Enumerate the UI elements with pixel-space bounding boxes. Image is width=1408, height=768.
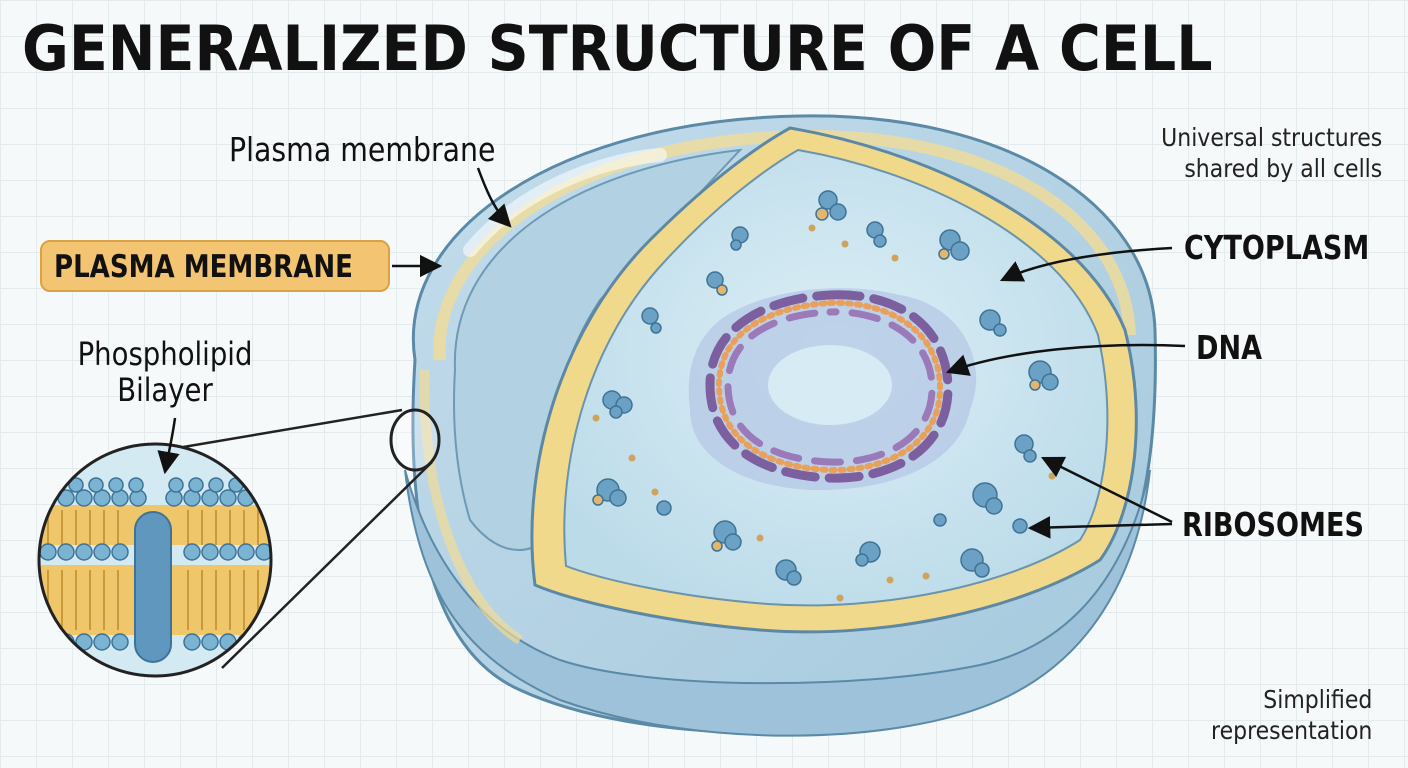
ribosome [960, 548, 990, 578]
note-simplified-line2: representation [1210, 716, 1372, 745]
ribosome [979, 309, 1007, 337]
dna [688, 288, 977, 490]
ribosome [1014, 434, 1037, 463]
page-title: GENERALIZED STRUCTURE OF A CELL [22, 12, 1213, 85]
pointer-arrows [157, 167, 1186, 539]
ribosome [656, 500, 672, 516]
ribosome [592, 478, 627, 507]
plasma-membrane-badge: PLASMA MEMBRANE [40, 240, 390, 292]
arrow-dna [945, 343, 1186, 376]
label-dna: DNA [1196, 328, 1263, 367]
ribosome [641, 307, 662, 334]
arrow-ribosome-1 [1040, 456, 1173, 524]
note-universal-line2: shared by all cells [1184, 154, 1382, 183]
ribosome [775, 559, 802, 586]
ribosome [866, 221, 887, 248]
ribosome [1012, 518, 1028, 534]
ribosome [711, 520, 742, 552]
bilayer-magnifier [37, 408, 441, 678]
note-universal-line1: Universal structures [1160, 123, 1382, 152]
arrow-phospholipid [157, 417, 180, 475]
ribosome [972, 482, 1003, 515]
arrow-plasma-membrane [476, 167, 512, 228]
arrow-cytoplasm [999, 246, 1173, 282]
arrow-ribosome-2 [1027, 516, 1173, 539]
ribosome [730, 226, 749, 251]
ribosome [1028, 360, 1059, 391]
label-bilayer: Bilayer [117, 371, 213, 409]
membrane-protein [134, 511, 172, 663]
ribosome [602, 390, 633, 419]
badge-label: PLASMA MEMBRANE [54, 249, 353, 285]
note-simplified: Simplified representation [1211, 684, 1372, 746]
label-cytoplasm: CYTOPLASM [1184, 228, 1370, 267]
note-universal: Universal structures shared by all cells [1161, 122, 1382, 184]
label-plasma-membrane: Plasma membrane [229, 130, 496, 169]
ribosome [706, 271, 728, 296]
ribosome [933, 513, 947, 527]
ribosome [938, 229, 970, 261]
ribosomes [592, 190, 1059, 586]
note-simplified-line1: Simplified [1262, 685, 1372, 714]
label-phospholipid-bilayer: Phospholipid Bilayer [75, 336, 256, 408]
label-phospholipid: Phospholipid [77, 335, 253, 373]
ribosome [855, 541, 881, 567]
label-ribosomes: RIBOSOMES [1182, 505, 1364, 544]
ribosome [815, 190, 847, 221]
